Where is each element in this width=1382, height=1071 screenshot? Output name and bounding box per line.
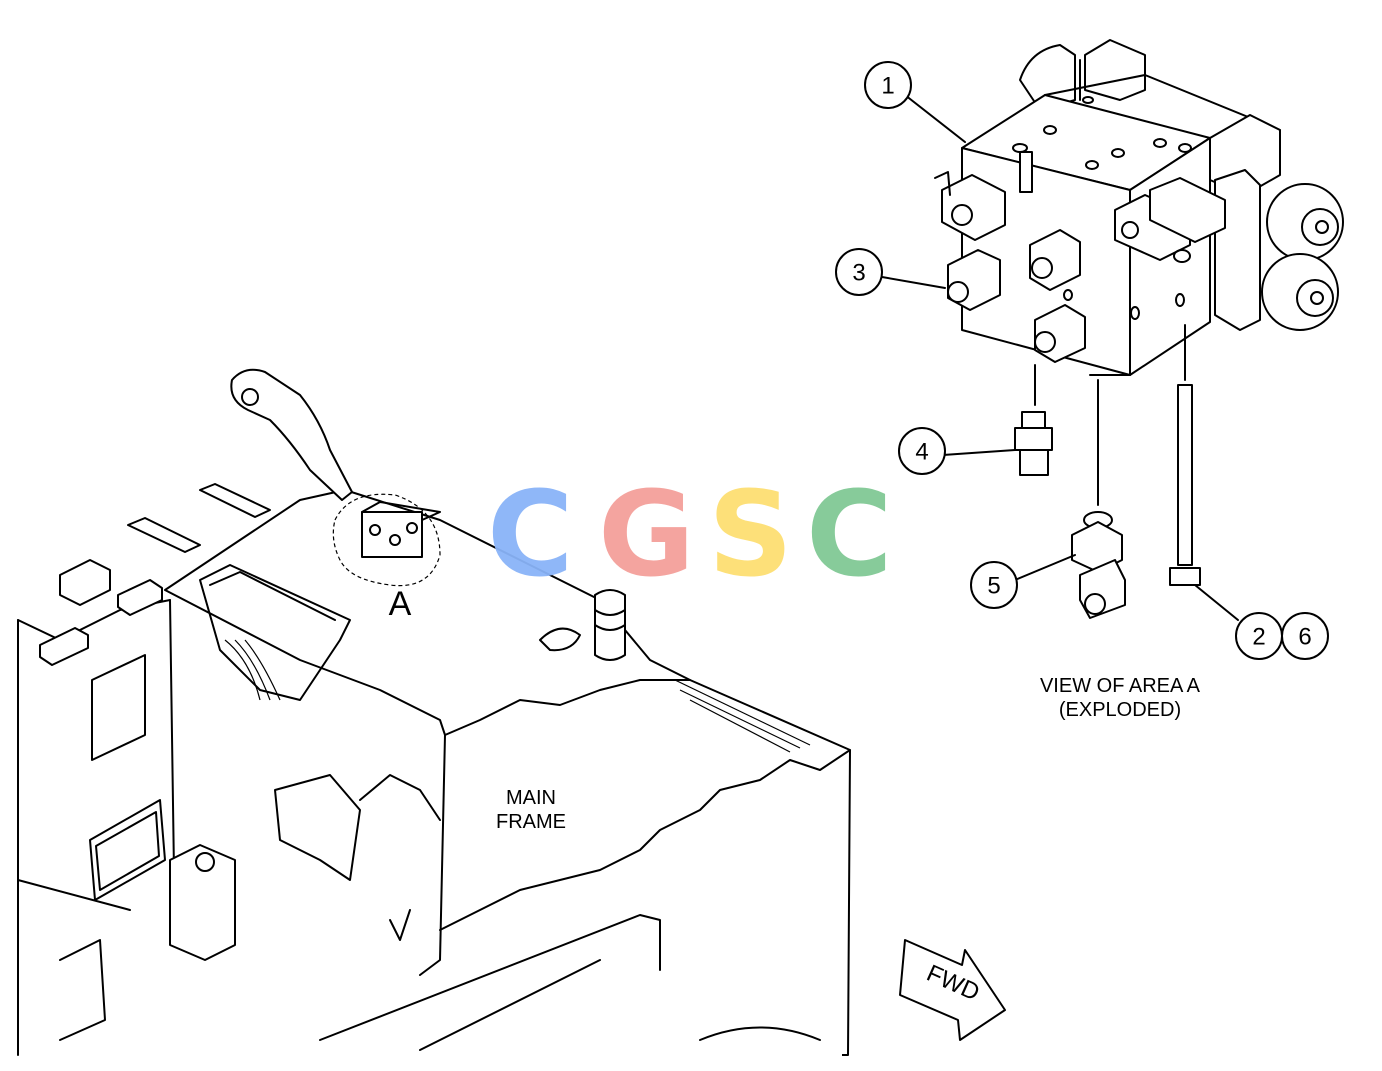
callout-5: 5 <box>970 561 1018 609</box>
exploded-parts <box>1014 324 1201 619</box>
svg-text:6: 6 <box>1298 624 1311 651</box>
valve-block-illustration <box>934 39 1344 376</box>
callout-3: 3 <box>835 248 883 296</box>
callout-1: 1 <box>864 61 912 109</box>
svg-text:1: 1 <box>881 73 894 100</box>
callout-2: 2 <box>1235 612 1283 660</box>
watermark-letter-2: G <box>598 465 695 603</box>
frame-label-line1: MAIN <box>506 787 556 809</box>
leader-lines <box>881 94 1239 621</box>
svg-text:5: 5 <box>987 573 1000 600</box>
svg-text:4: 4 <box>915 439 928 466</box>
cgsc-watermark: C G S C <box>487 465 893 603</box>
view-label-line1: VIEW OF AREA A <box>1040 675 1201 697</box>
svg-text:3: 3 <box>852 260 865 287</box>
watermark-letter-1: C <box>487 465 574 603</box>
frame-label-line2: FRAME <box>496 811 566 833</box>
callout-4: 4 <box>898 427 946 475</box>
svg-text:2: 2 <box>1252 624 1265 651</box>
forward-arrow-icon: FWD <box>899 939 1006 1041</box>
callout-6: 6 <box>1281 612 1329 660</box>
watermark-letter-4: C <box>806 465 893 603</box>
view-label-line2: (EXPLODED) <box>1059 699 1181 721</box>
area-a-label: A <box>389 585 412 623</box>
main-frame-illustration <box>17 368 851 1056</box>
area-a-indicator: A <box>332 493 441 623</box>
watermark-letter-3: S <box>708 465 793 603</box>
